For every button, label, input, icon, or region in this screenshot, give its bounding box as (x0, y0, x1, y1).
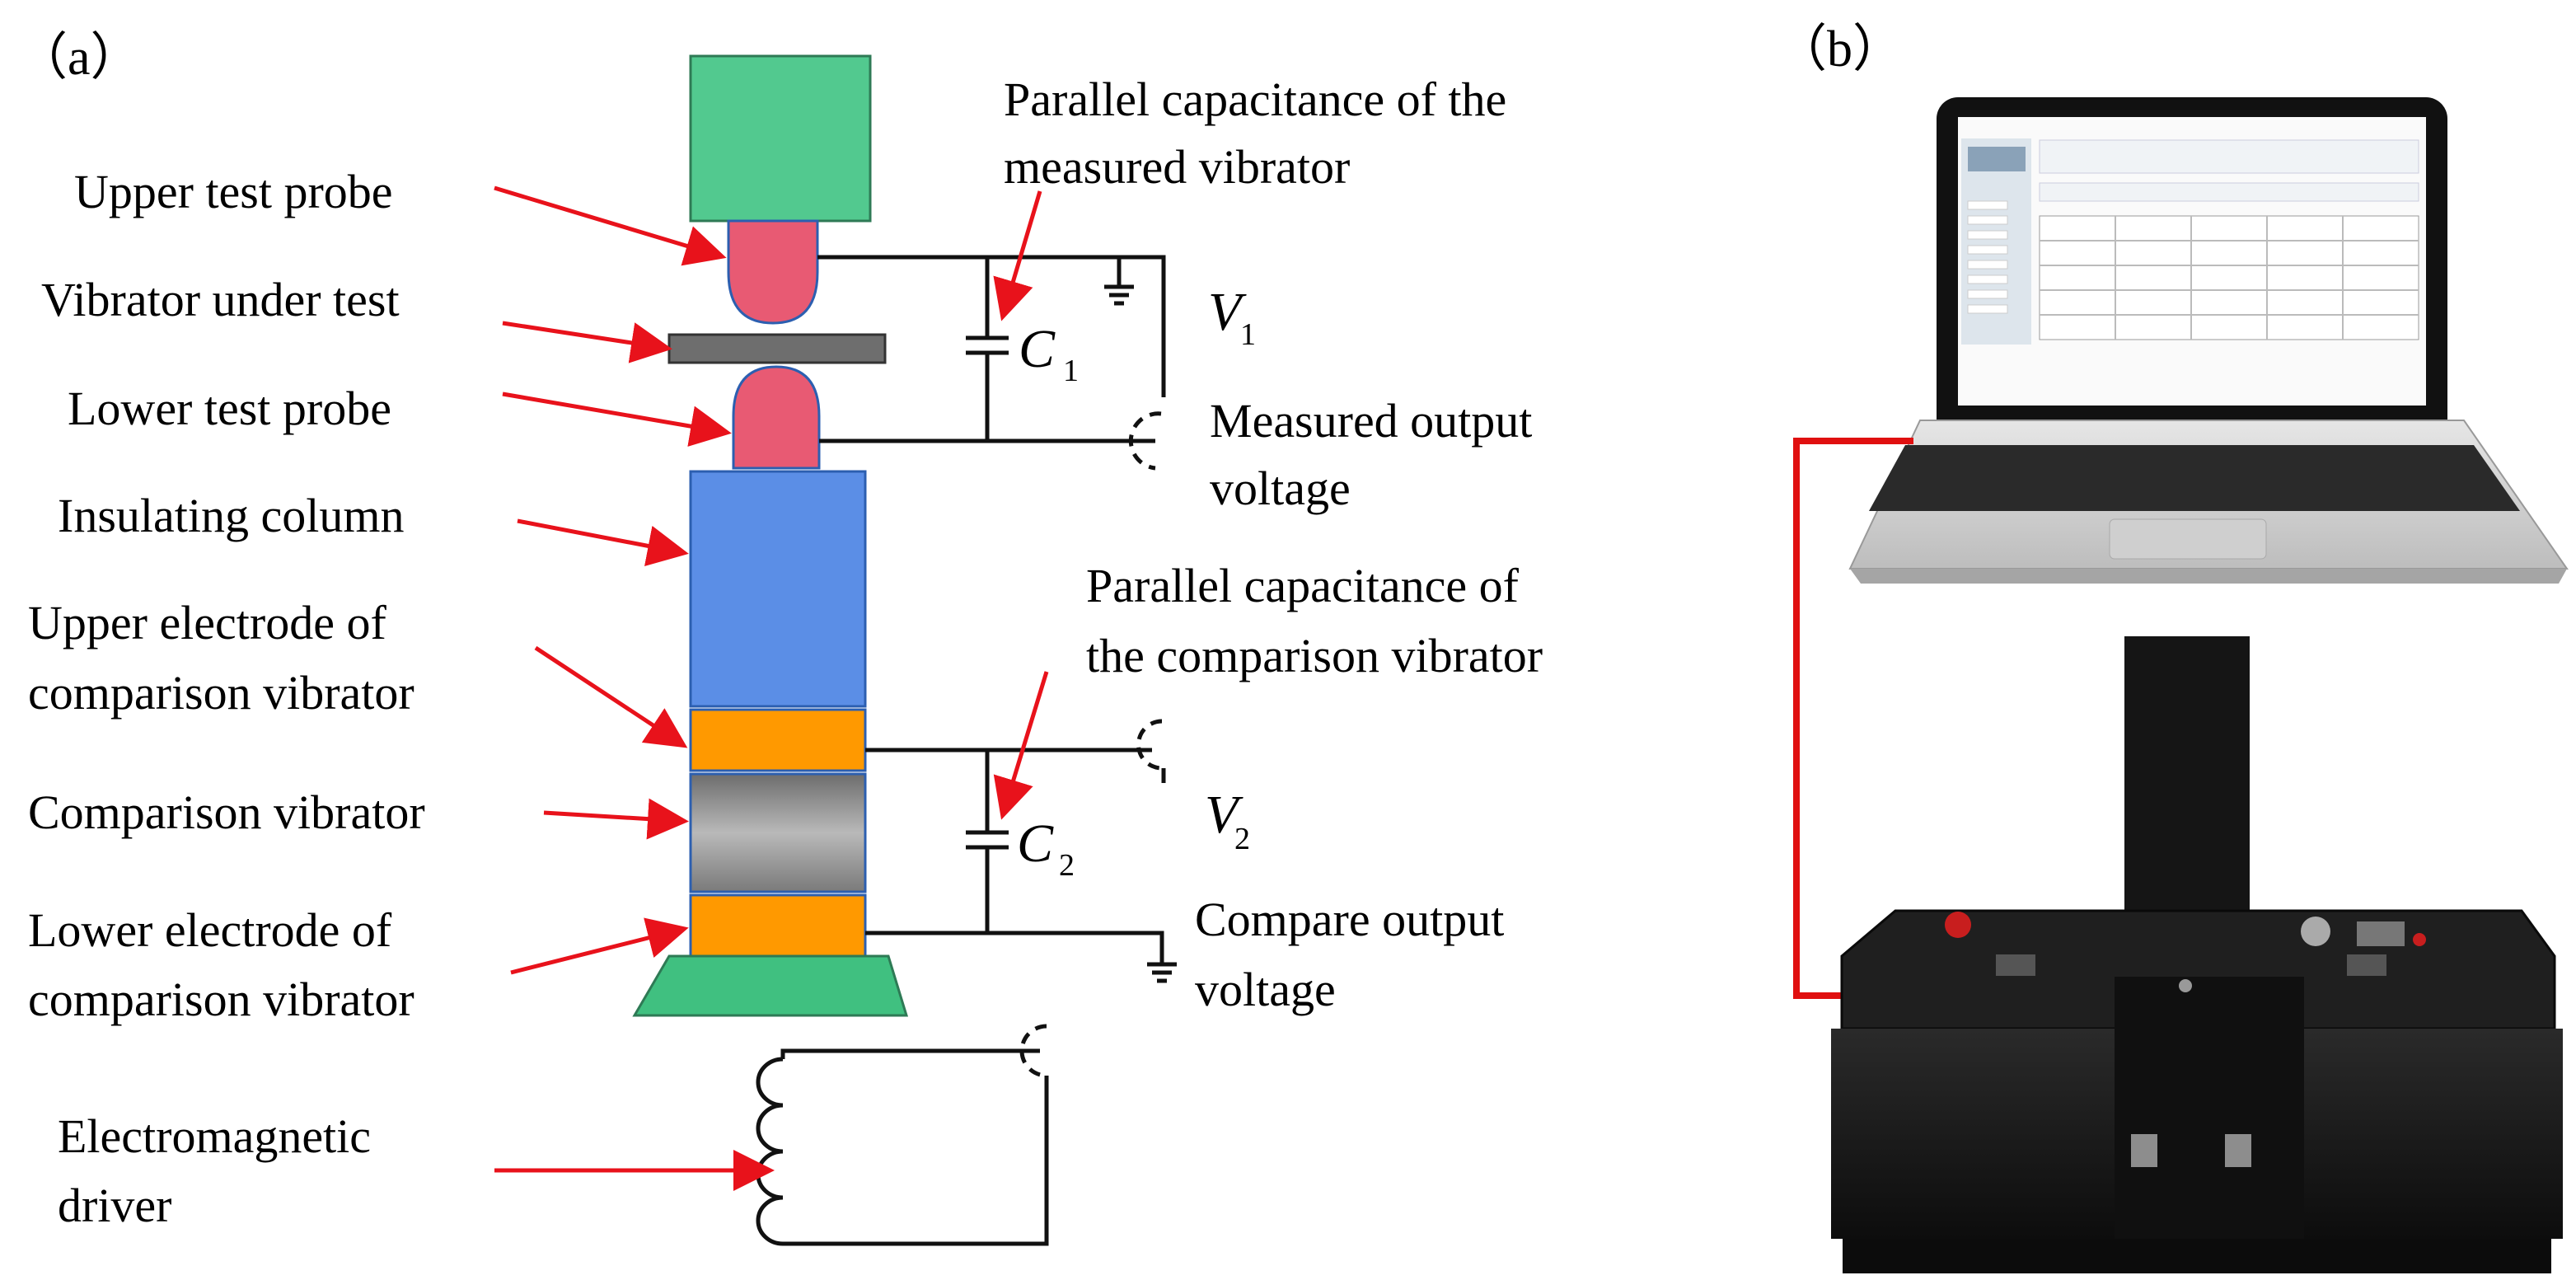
symbol-c2-sub: 2 (1059, 848, 1075, 883)
annotation-arrows (494, 185, 1049, 1191)
label-comparison-vibrator: Comparison vibrator (28, 785, 425, 839)
test-device-photo (1831, 636, 2563, 1273)
connector-line (1793, 438, 1913, 999)
symbol-v1-sub: 1 (1240, 317, 1256, 352)
laptop-keyboard (1869, 445, 2520, 511)
terminal-v1-icon (1128, 411, 1162, 471)
symbol-c1: C (1019, 319, 1056, 379)
software-chart-area (2039, 215, 2419, 340)
label-upper-electrode-line1: Upper electrode of (28, 596, 386, 649)
arrow-parallel-c1 (993, 190, 1042, 321)
upper-circuit (817, 255, 1166, 471)
arrow-lower-probe (502, 392, 732, 447)
laptop-photo (1848, 97, 2569, 584)
comparison-vibrator (689, 772, 867, 893)
symbol-c2: C (1017, 813, 1054, 874)
label-upper-electrode-line2: comparison vibrator (28, 666, 415, 720)
insulating-column (689, 470, 867, 708)
label-parallel-c1-line2: measured vibrator (1004, 140, 1350, 194)
coil-icon (756, 1057, 784, 1246)
label-upper-probe: Upper test probe (74, 165, 393, 218)
label-insulating-column: Insulating column (58, 489, 404, 542)
symbol-v2: V (1205, 785, 1244, 845)
arrow-vibrator-under-test (502, 321, 672, 363)
panel-a-label: （a） (16, 30, 142, 86)
vibrator-under-test (667, 333, 887, 364)
label-vibrator-under-test: Vibrator under test (41, 273, 400, 326)
lower-electrode (689, 893, 867, 958)
device-switch-left (1996, 954, 2035, 976)
panel-a: （a） (16, 30, 1543, 1246)
lower-test-probe (732, 365, 821, 470)
label-compare-output-line2: voltage (1195, 963, 1336, 1016)
lower-circuit (865, 719, 1177, 983)
arrow-lower-electrode (510, 917, 689, 975)
symbol-v2-sub: 2 (1234, 822, 1250, 856)
label-measured-output-line2: voltage (1210, 462, 1351, 515)
terminal-driver-icon (1019, 1024, 1047, 1078)
device-latch-right (2225, 1134, 2251, 1167)
device-switch-right (2347, 954, 2386, 976)
label-lower-electrode-line1: Lower electrode of (28, 903, 392, 957)
label-parallel-c2-line1: Parallel capacitance of (1086, 559, 1520, 612)
label-compare-output-line1: Compare output (1195, 893, 1504, 946)
label-lower-electrode-line2: comparison vibrator (28, 973, 415, 1026)
label-em-driver-line1: Electromagnetic (58, 1109, 371, 1163)
label-lower-probe: Lower test probe (68, 382, 391, 435)
label-measured-output-line1: Measured output (1210, 394, 1532, 448)
device-dial (2301, 917, 2330, 946)
arrow-comparison-vibrator (543, 798, 689, 840)
laptop-touchpad (2109, 518, 2267, 560)
label-parallel-c1-line1: Parallel capacitance of the (1004, 73, 1506, 126)
arrow-insulating-column (517, 518, 689, 567)
arrow-upper-probe (494, 185, 727, 266)
label-em-driver-line2: driver (58, 1179, 172, 1232)
arrow-upper-electrode (534, 645, 688, 748)
upper-electrode (689, 708, 867, 772)
emergency-stop-button (1945, 912, 1971, 938)
symbol-v1: V (1208, 282, 1247, 342)
device-latch-left (2131, 1134, 2157, 1167)
symbol-c1-sub: 1 (1063, 354, 1079, 388)
probe-holder (689, 54, 872, 223)
em-driver-circuit (756, 1024, 1049, 1246)
terminal-v2-icon (1136, 719, 1163, 771)
upper-test-probe (727, 219, 819, 325)
label-parallel-c2-line2: the comparison vibrator (1086, 629, 1543, 682)
device-display (2357, 921, 2405, 946)
panel-b-label: （b） (1776, 21, 1904, 77)
base (632, 954, 909, 1017)
arrow-parallel-c2 (993, 671, 1049, 820)
panel-b: （b） (1776, 21, 2569, 1273)
